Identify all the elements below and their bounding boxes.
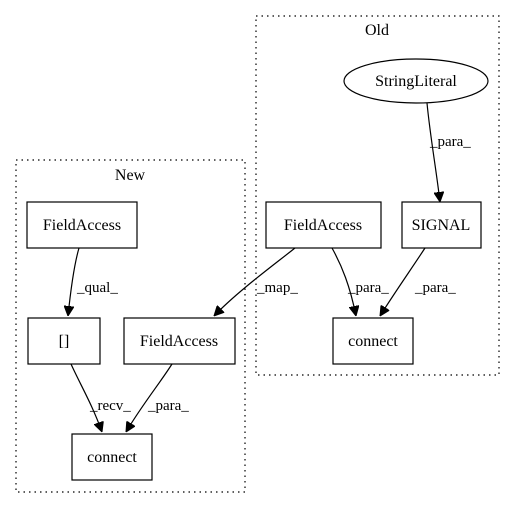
edge-old-field-access-to-new-field-access: _map_ bbox=[214, 247, 298, 316]
node-old-connect: connect bbox=[332, 317, 414, 365]
node-old-field-access: FieldAccess bbox=[265, 201, 382, 249]
cluster-new: New bbox=[15, 159, 246, 493]
node-new-field-access-right: FieldAccess bbox=[123, 317, 236, 365]
node-new-field-access-top: FieldAccess bbox=[26, 201, 138, 249]
edge-label: _para_ bbox=[347, 280, 389, 296]
edge-label: _map_ bbox=[256, 280, 298, 296]
cluster-old-label: Old bbox=[365, 22, 389, 39]
node-label: FieldAccess bbox=[284, 217, 362, 234]
node-index: [] bbox=[27, 317, 101, 365]
edge-signal-to-old-connect: _para_ bbox=[380, 247, 456, 316]
edge-label: _qual_ bbox=[76, 280, 118, 296]
node-label: FieldAccess bbox=[140, 333, 218, 350]
cluster-old-border bbox=[255, 15, 500, 376]
edge-label: _recv_ bbox=[89, 398, 131, 414]
edge-label: _para_ bbox=[429, 134, 471, 150]
edge-string-literal-to-signal: _para_ bbox=[426, 102, 471, 202]
edge-index-to-new-connect: _recv_ bbox=[70, 363, 131, 432]
node-label: SIGNAL bbox=[412, 217, 471, 234]
node-signal: SIGNAL bbox=[401, 201, 482, 249]
edge-new-field-access-top-to-index: _qual_ bbox=[68, 247, 118, 316]
edge-new-field-access-right-to-new-connect: _para_ bbox=[126, 363, 189, 432]
node-string-literal: StringLiteral bbox=[343, 58, 489, 104]
edge-label: _para_ bbox=[414, 280, 456, 296]
edge-old-field-access-to-old-connect: _para_ bbox=[331, 247, 389, 316]
node-label: [] bbox=[59, 333, 70, 350]
node-label: connect bbox=[348, 333, 398, 350]
node-new-connect: connect bbox=[71, 433, 153, 481]
edge-label: _para_ bbox=[147, 398, 189, 414]
cluster-new-label: New bbox=[115, 167, 146, 184]
cluster-old: Old bbox=[255, 15, 500, 376]
node-label: FieldAccess bbox=[43, 217, 121, 234]
node-label: StringLiteral bbox=[375, 73, 457, 90]
node-label: connect bbox=[87, 449, 137, 466]
